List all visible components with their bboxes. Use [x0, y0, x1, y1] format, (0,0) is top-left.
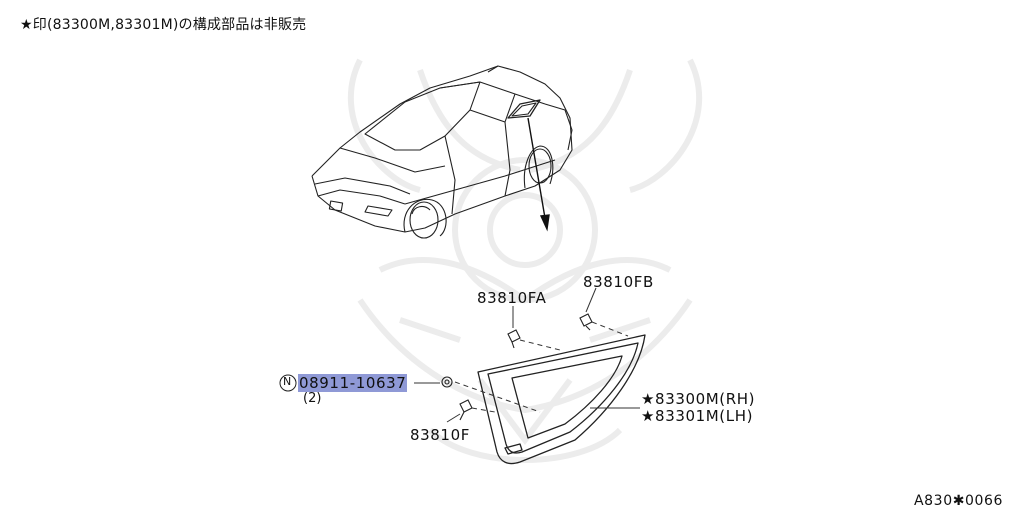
clip-83810fa: [507, 329, 521, 349]
nut-quantity: (2): [303, 391, 322, 406]
label-83810f: 83810F: [410, 426, 470, 444]
callout-lines: [414, 287, 640, 423]
quarter-window-glass: [477, 334, 646, 465]
dashed-guide-lines: [454, 321, 629, 413]
clip-83810f: [459, 399, 473, 421]
nut-part-number-link[interactable]: 08911-10637: [298, 374, 408, 392]
label-83810fb: 83810FB: [583, 273, 654, 291]
non-sale-note: ★印(83300M,83301M)の構成部品は非販売: [20, 17, 307, 33]
nut-symbol: N: [283, 375, 292, 388]
clip-83810fb: [579, 313, 593, 331]
label-glass-lh: ★83301M(LH): [641, 407, 754, 425]
nut-fastener: [441, 376, 453, 388]
nut-symbol-circle: [279, 374, 297, 392]
diagram-code: A830✱0066: [914, 493, 1004, 509]
label-glass-rh: ★83300M(RH): [641, 390, 756, 408]
label-83810fa: 83810FA: [477, 289, 547, 307]
leader-arrow: [527, 117, 550, 232]
car-illustration: [311, 65, 573, 239]
